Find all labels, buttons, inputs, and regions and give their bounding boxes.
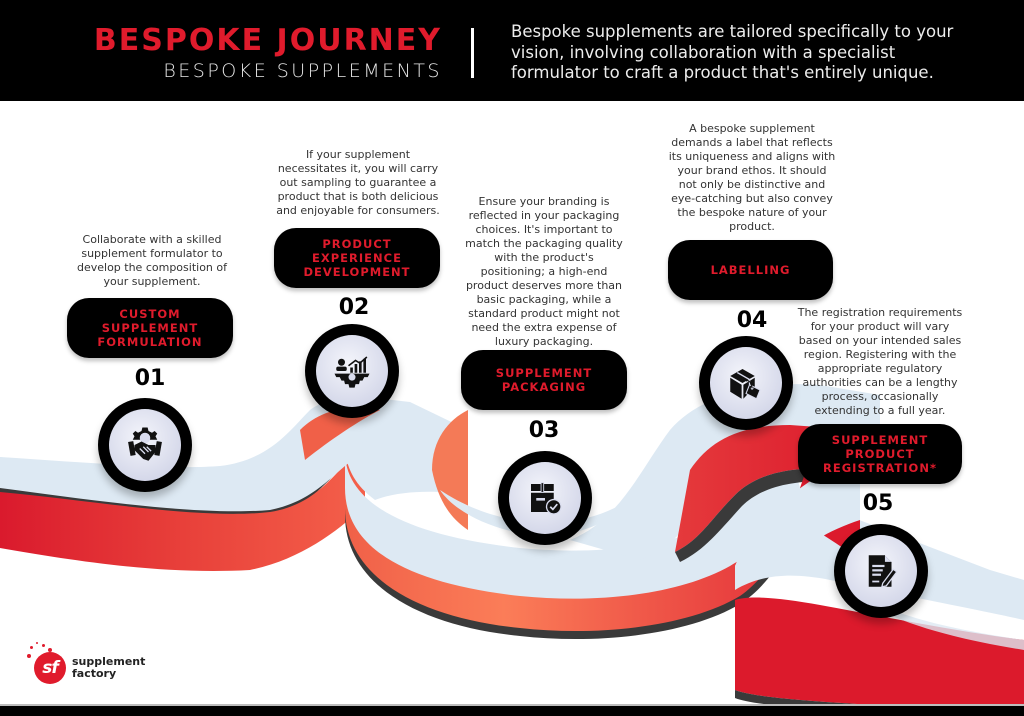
footer-divider: [0, 704, 1024, 706]
step-4-title-pill: LABELLING: [668, 240, 833, 300]
document-pen-icon: [868, 555, 898, 588]
logo-line-2: factory: [72, 667, 117, 680]
step-2-title-pill: PRODUCT EXPERIENCE DEVELOPMENT: [274, 228, 440, 288]
logo-dot: [42, 644, 45, 647]
page-title: BESPOKE JOURNEY: [93, 23, 442, 58]
step-3-title-pill: SUPPLEMENT PACKAGING: [461, 350, 627, 410]
step-4-description: A bespoke supplement demands a label tha…: [668, 122, 836, 233]
logo-wordmark: supplement factory: [72, 656, 145, 680]
step-1-number: 01: [134, 366, 166, 391]
step-3-title: SUPPLEMENT PACKAGING: [495, 366, 593, 394]
step-1-title: CUSTOM SUPPLEMENT FORMULATION: [97, 307, 203, 349]
intro-text: Bespoke supplements are tailored specifi…: [511, 22, 954, 82]
step-2-description: If your supplement necessitates it, you …: [276, 148, 440, 217]
logo-dot: [36, 642, 38, 644]
person-chart-gear-icon: [334, 356, 370, 388]
step-4-badge: [699, 336, 793, 430]
brand-logo: sf supplement factory: [26, 642, 146, 688]
logo-line-1: supplement: [72, 655, 146, 668]
step-5-title-pill: SUPPLEMENT PRODUCT REGISTRATION*: [798, 424, 962, 484]
logo-mark: sf: [34, 652, 66, 684]
step-3-number: 03: [528, 418, 560, 443]
step-2-title: PRODUCT EXPERIENCE DEVELOPMENT: [303, 237, 411, 279]
handshake-gear-icon: [128, 427, 162, 461]
header-banner: BESPOKE JOURNEY BESPOKE SUPPLEMENTS Besp…: [0, 0, 1024, 101]
step-1-title-pill: CUSTOM SUPPLEMENT FORMULATION: [67, 298, 233, 358]
step-2-badge: [305, 324, 399, 418]
logo-dot: [27, 654, 31, 658]
page-subtitle: BESPOKE SUPPLEMENTS: [163, 60, 442, 82]
step-5-title: SUPPLEMENT PRODUCT REGISTRATION*: [823, 433, 937, 475]
step-3-badge: [498, 451, 592, 545]
step-5-description: The registration requirements for your p…: [797, 306, 963, 417]
step-4-number: 04: [736, 308, 768, 333]
step-1-description: Collaborate with a skilled supplement fo…: [76, 233, 227, 288]
logo-dot: [48, 648, 52, 652]
header-divider: [471, 28, 474, 78]
step-5-number: 05: [862, 491, 894, 516]
step-1-badge: [98, 398, 192, 492]
logo-dot: [30, 646, 33, 649]
step-4-title: LABELLING: [710, 263, 791, 277]
journey-path: [0, 384, 1024, 706]
step-2-number: 02: [338, 295, 370, 320]
footer-bar: [0, 706, 1024, 716]
box-tag-icon: [730, 369, 761, 400]
step-5-badge: [834, 524, 928, 618]
logo-mark-text: sf: [42, 658, 58, 678]
box-check-icon: [531, 482, 562, 515]
step-3-description: Ensure your branding is reflected in you…: [465, 195, 623, 348]
